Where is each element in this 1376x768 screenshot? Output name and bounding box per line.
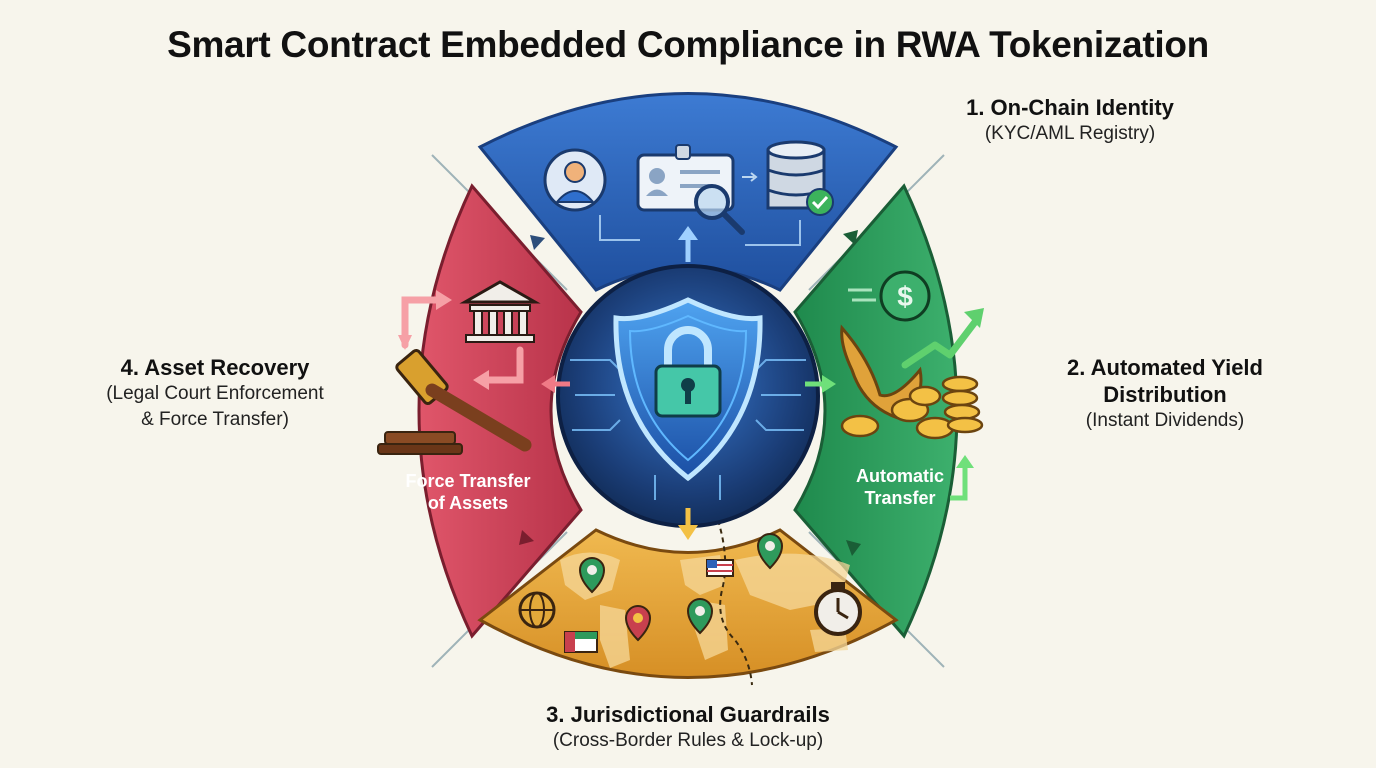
location-pin-icon	[624, 605, 652, 642]
flag-icon	[564, 631, 598, 653]
globe-icon	[518, 591, 556, 629]
pillar-subtitle: (KYC/AML Registry)	[984, 123, 1156, 144]
pillar-subtitle-line2: & Force Transfer)	[141, 409, 289, 430]
user-avatar-icon	[543, 148, 607, 212]
location-pin-icon	[686, 598, 714, 635]
page-title: Smart Contract Embedded Compliance in RW…	[167, 24, 1209, 65]
transfer-arrows-icon	[401, 296, 524, 384]
pillar-title-line2: Distribution	[1103, 382, 1227, 407]
svg-text:$: $	[897, 281, 913, 312]
curved-arrow-icon	[950, 455, 974, 501]
cycle-arrows	[519, 230, 861, 556]
center-hub	[556, 264, 820, 528]
us-flag-icon	[706, 559, 734, 577]
location-pin-icon	[578, 557, 606, 594]
pillar-title-line1: 2. Automated Yield	[1066, 355, 1263, 380]
pillar-jurisdiction	[477, 519, 899, 686]
pillar-subtitle: (Instant Dividends)	[1085, 410, 1245, 431]
label-jurisdictional-guardrails: 3. Jurisdictional Guardrails (Cross-Bord…	[488, 701, 888, 754]
label-on-chain-identity: 1. On-Chain Identity (KYC/AML Registry)	[900, 94, 1240, 147]
yield-caption-line1: Automatic	[856, 466, 944, 486]
label-automated-yield: 2. Automated Yield Distribution (Instant…	[1000, 354, 1330, 434]
magnifier-icon	[694, 184, 745, 235]
circuit-lines	[570, 359, 806, 500]
pillar-title: 3. Jurisdictional Guardrails	[546, 702, 830, 727]
gold-coins-icon	[840, 375, 984, 440]
connector-arrows	[541, 226, 836, 540]
pillar-title: 4. Asset Recovery	[120, 355, 310, 380]
recovery-caption-line2: of Assets	[428, 493, 508, 513]
bank-icon	[459, 280, 541, 343]
gavel-icon	[377, 348, 532, 455]
pillar-identity	[477, 92, 899, 292]
pillar-title: 1. On-Chain Identity	[966, 95, 1174, 120]
recovery-caption-line1: Force Transfer	[405, 471, 530, 491]
stopwatch-icon	[814, 582, 862, 636]
check-icon	[806, 188, 834, 216]
growth-arrow-icon	[901, 308, 984, 369]
yield-caption-line2: Transfer	[864, 488, 935, 508]
location-pin-icon	[756, 533, 784, 570]
shield-lock-icon	[613, 297, 763, 482]
label-asset-recovery: 4. Asset Recovery (Legal Court Enforceme…	[50, 354, 380, 433]
dollar-coin-icon: $	[848, 270, 931, 322]
pillar-subtitle: (Cross-Border Rules & Lock-up)	[552, 730, 824, 751]
pillar-subtitle-line1: (Legal Court Enforcement	[106, 383, 324, 404]
